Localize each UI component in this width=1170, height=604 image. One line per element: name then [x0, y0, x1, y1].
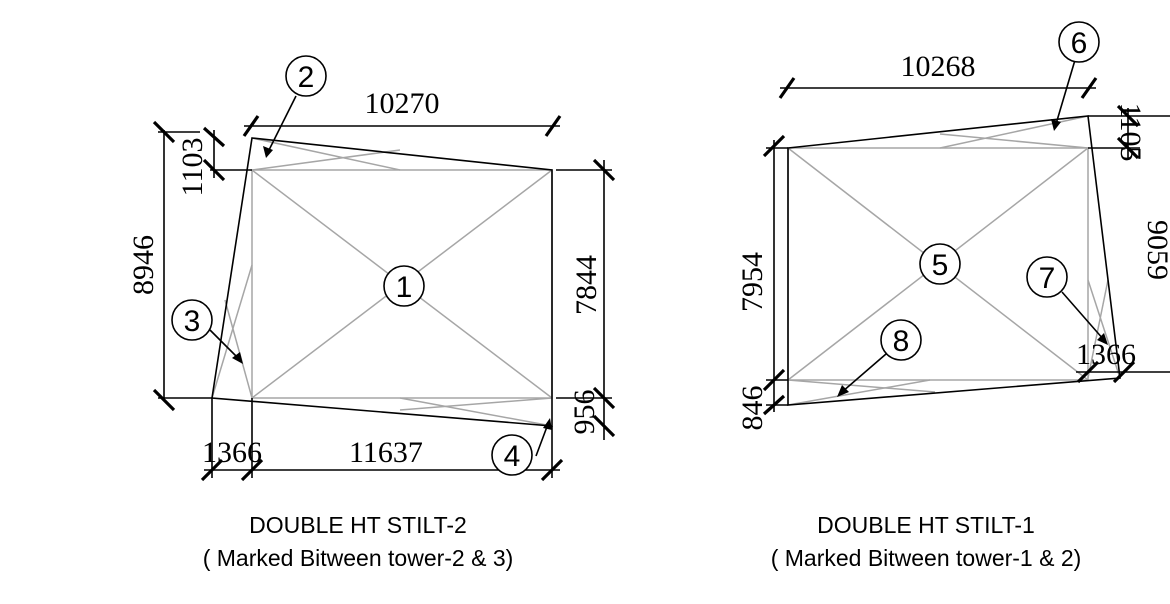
dimension-tick — [778, 77, 796, 99]
marker-bubble: 4 — [491, 434, 533, 476]
svg-text:7: 7 — [1039, 262, 1056, 295]
dimension-tick — [200, 458, 224, 482]
bracing-line — [211, 264, 253, 399]
leader-line — [1061, 291, 1105, 341]
leader-arrowhead — [1097, 333, 1108, 345]
marker-bubble: 5 — [919, 243, 961, 285]
dimension-bottom: 11637 — [349, 436, 423, 469]
marker-bubble: 1 — [383, 265, 425, 307]
dimension-bottom-left: 1366 — [202, 436, 262, 469]
dimension-left: 7954 — [736, 252, 769, 312]
caption-subtitle: ( Marked Bitween tower-1 & 2) — [771, 545, 1082, 571]
marker-bubble: 8 — [880, 319, 922, 361]
caption-subtitle: ( Marked Bitween tower-2 & 3) — [203, 545, 514, 571]
dimension-tick — [544, 115, 562, 137]
dimension-tick — [152, 120, 176, 144]
dimension-tick — [202, 126, 226, 148]
dimension-tick — [240, 458, 264, 482]
marker-bubble: 6 — [1058, 21, 1100, 63]
dimension-bottom-right: 956 — [568, 390, 601, 435]
leader-line — [267, 95, 297, 153]
dimension-tick — [762, 134, 786, 158]
dimension-tick — [592, 158, 616, 182]
plan-double-ht-stilt-1: 10268 1105 7954 846 1366 9059 5 6 7 8 — [736, 21, 1170, 571]
leader-line — [841, 353, 887, 393]
bracing-line — [787, 379, 936, 393]
bracing-line — [251, 149, 401, 171]
dimension-tick — [592, 414, 616, 438]
svg-text:4: 4 — [504, 440, 521, 473]
leader-arrowhead — [837, 385, 849, 397]
dimension-tick — [242, 115, 260, 137]
bracing-line — [399, 397, 553, 427]
dimension-tick — [762, 394, 786, 416]
bracing-line — [787, 379, 931, 406]
bracing-line — [1087, 279, 1109, 379]
svg-text:3: 3 — [184, 305, 201, 338]
leader-arrowhead — [263, 146, 273, 158]
plan-double-ht-stilt-2: 10270 1103 8946 7844 956 1366 11637 1 2 … — [127, 55, 616, 571]
caption-title: DOUBLE HT STILT-1 — [817, 512, 1035, 538]
bracing-line — [251, 137, 401, 171]
bracing-line — [399, 397, 553, 411]
leader-arrowhead — [232, 352, 243, 364]
dimension-top-left: 1103 — [176, 138, 209, 197]
svg-text:1: 1 — [396, 271, 413, 304]
bracing-line — [224, 299, 253, 399]
leader-line — [1055, 59, 1076, 125]
leader-line — [207, 327, 241, 361]
marker-bubble: 2 — [285, 55, 327, 97]
dimension-bottom-left: 846 — [736, 386, 769, 431]
dimension-tick — [1076, 360, 1100, 384]
leader-arrowhead — [1051, 119, 1061, 131]
leader-line — [535, 423, 549, 457]
leader-arrowhead — [543, 418, 552, 430]
dimension-tick — [1080, 77, 1098, 99]
dimension-left: 8946 — [127, 235, 160, 295]
outer-boundary — [211, 137, 553, 427]
dimension-tick — [152, 388, 176, 412]
dimension-tick — [202, 158, 226, 182]
svg-text:2: 2 — [298, 61, 315, 94]
dimension-right: 7844 — [570, 255, 603, 315]
marker-bubble: 7 — [1026, 256, 1068, 298]
dimension-tick — [1116, 104, 1140, 128]
bracing-line — [1087, 279, 1121, 379]
svg-text:8: 8 — [893, 325, 910, 358]
svg-text:6: 6 — [1071, 27, 1088, 60]
dimension-top: 10270 — [365, 87, 440, 120]
dimension-tick — [762, 368, 786, 392]
bracing-line — [939, 115, 1089, 149]
dimension-top: 10268 — [901, 50, 976, 83]
caption-title: DOUBLE HT STILT-2 — [249, 512, 467, 538]
dimension-tick — [592, 386, 616, 410]
dimension-right: 9059 — [1141, 220, 1170, 280]
dimension-tick — [1116, 136, 1140, 160]
dimension-tick — [540, 458, 564, 482]
svg-text:5: 5 — [932, 249, 949, 282]
marker-bubble: 3 — [171, 299, 213, 341]
bracing-line — [939, 133, 1089, 149]
dimension-top-right: 1105 — [1114, 103, 1147, 162]
dimension-tick — [1112, 360, 1136, 384]
